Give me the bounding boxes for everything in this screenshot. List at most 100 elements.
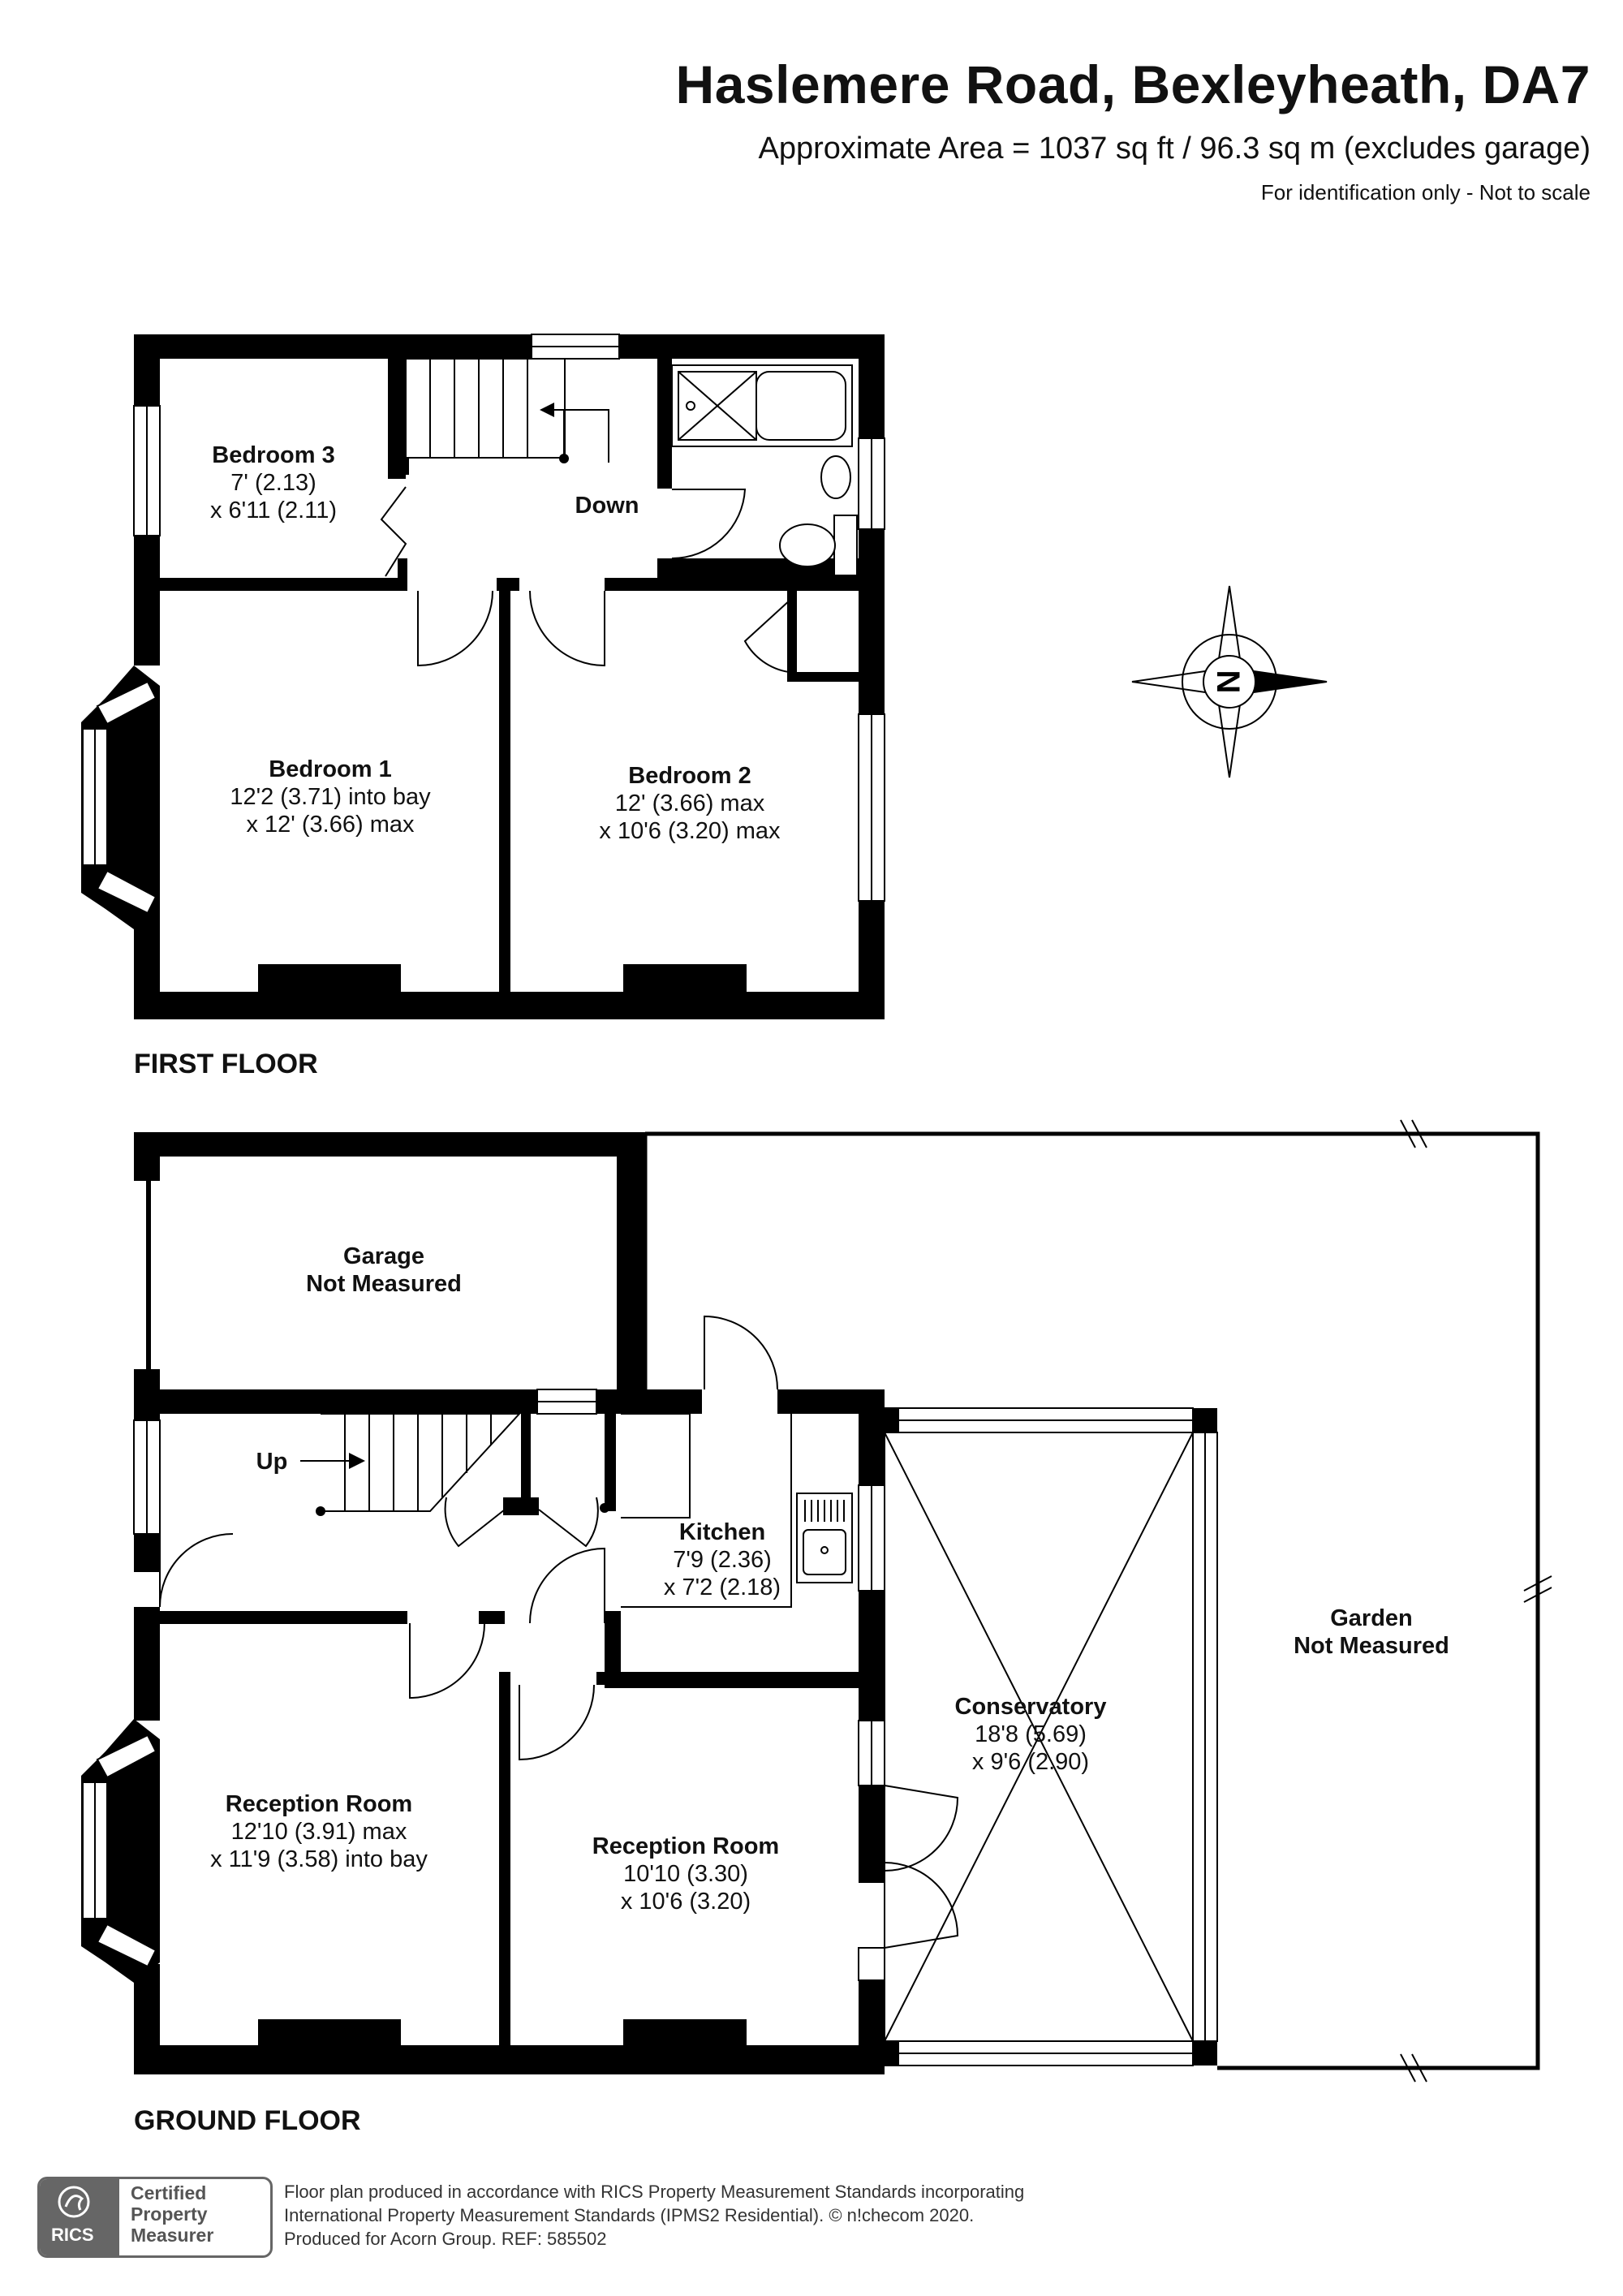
- rics-badge: RICS Certified Property Measurer: [37, 2177, 273, 2258]
- room-name: Bedroom 2: [628, 763, 751, 789]
- chimney-breast: [623, 2019, 747, 2048]
- first-floor-plan: Down Bedroom 3 7' (2.13) x 6'11 (2.11) B…: [81, 334, 885, 1019]
- room-dimension: x 11'9 (3.58) into bay: [210, 1846, 428, 1872]
- room-dimension: x 7'2 (2.18): [664, 1574, 781, 1600]
- door-swing: [519, 1684, 595, 1761]
- room-dimension: x 12' (3.66) max: [246, 812, 415, 838]
- window: [858, 1947, 885, 1981]
- footer-line: Produced for Acorn Group. REF: 585502: [284, 2229, 607, 2249]
- internal-wall: [499, 591, 510, 997]
- internal-wall: [398, 558, 407, 591]
- ff-outer-wall-right: [859, 334, 885, 1019]
- room-name: Conservatory: [955, 1694, 1107, 1720]
- wall: [134, 1132, 645, 1157]
- kitchen-worktops: [621, 1413, 792, 1608]
- ff-outer-wall-top: [134, 334, 885, 359]
- property-title: Haslemere Road, Bexleyheath, DA7: [675, 54, 1591, 114]
- up-label: Up: [256, 1449, 288, 1475]
- internal-wall: [497, 578, 519, 591]
- footer-line: International Property Measurement Stand…: [284, 2205, 975, 2225]
- room-dimension: 12'2 (3.71) into bay: [230, 784, 431, 810]
- lion-icon: [58, 2186, 90, 2218]
- ground-floor-plan: Garage Not Measured Up Kitchen 7'9 (2.36…: [81, 1119, 1552, 2083]
- door-swing: [671, 489, 747, 560]
- internal-wall: [787, 591, 797, 680]
- wall: [859, 1786, 885, 1883]
- room-dimension: 12' (3.66) max: [615, 790, 765, 816]
- approximate-area: Approximate Area = 1037 sq ft / 96.3 sq …: [758, 131, 1591, 166]
- garden-boundary: [643, 1131, 1540, 2070]
- room-name: Reception Room: [592, 1833, 779, 1859]
- door-swing: [409, 1622, 485, 1699]
- internal-wall: [605, 578, 661, 591]
- bathroom-fixtures: [671, 364, 858, 576]
- room-dimension: x 10'6 (3.20) max: [599, 818, 781, 844]
- down-arrow-icon: [540, 403, 609, 463]
- room-dimension: 18'8 (5.69): [975, 1721, 1087, 1747]
- wall: [160, 1389, 537, 1414]
- footer-line: Floor plan produced in accordance with R…: [284, 2182, 1025, 2202]
- certified-property-measurer: Certified Property Measurer: [131, 2182, 214, 2246]
- door-swing: [444, 1497, 506, 1548]
- room-dimension: Not Measured: [1294, 1633, 1449, 1659]
- room-name: Bedroom 1: [269, 756, 391, 782]
- chimney-breast: [258, 2019, 401, 2048]
- staircase: [405, 358, 566, 459]
- wall: [146, 1181, 151, 1369]
- wall: [617, 1132, 631, 1408]
- room-dimension: Not Measured: [306, 1271, 462, 1297]
- chimney-breast: [623, 964, 747, 993]
- ground-floor-label: GROUND FLOOR: [134, 2105, 361, 2136]
- room-dimension: 12'10 (3.91) max: [231, 1819, 407, 1845]
- room-name: Garage: [343, 1243, 424, 1269]
- room-dimension: 10'10 (3.30): [623, 1861, 748, 1887]
- bay-window: [96, 1923, 157, 1968]
- bay-window: [96, 680, 157, 726]
- staircase: [321, 1413, 522, 1512]
- conservatory-post: [885, 2041, 899, 2066]
- scale-note: For identification only - Not to scale: [1260, 180, 1591, 205]
- wall: [859, 1980, 885, 2074]
- room-name: Bedroom 3: [212, 442, 334, 468]
- rics-org-name: RICS: [51, 2225, 94, 2245]
- internal-wall: [657, 558, 860, 591]
- break-marks: [1400, 1119, 1552, 2083]
- door-swing: [529, 1547, 605, 1624]
- room-dimension: x 9'6 (2.90): [972, 1749, 1089, 1775]
- room-name: Kitchen: [679, 1519, 765, 1545]
- wall: [859, 1591, 885, 1721]
- bay-window: [96, 1734, 157, 1779]
- internal-wall: [398, 459, 409, 475]
- wall: [134, 1132, 160, 1181]
- internal-wall: [479, 1611, 505, 1624]
- door-swing: [529, 590, 605, 667]
- internal-wall: [605, 1611, 621, 1676]
- rics-lion-logo: RICS: [40, 2179, 119, 2255]
- door-swing: [538, 1497, 599, 1548]
- front-door-swing: [159, 1533, 234, 1608]
- room-dimension: x 6'11 (2.11): [210, 498, 337, 523]
- conservatory-post: [885, 1408, 899, 1432]
- kitchen-sink: [796, 1493, 853, 1583]
- footer-credits: Floor plan produced in accordance with R…: [284, 2180, 1024, 2251]
- door-swing: [884, 1862, 959, 1949]
- chimney-breast: [258, 964, 401, 993]
- door-swing: [417, 590, 493, 667]
- internal-wall: [499, 1672, 510, 2053]
- conservatory-post: [1193, 2041, 1217, 2066]
- room-dimension: 7'9 (2.36): [673, 1547, 772, 1573]
- room-name: Garden: [1330, 1605, 1413, 1631]
- wall: [859, 1389, 885, 1485]
- internal-wall: [605, 1672, 885, 1688]
- first-floor-label: FIRST FLOOR: [134, 1049, 318, 1079]
- room-dimension: x 10'6 (3.20): [621, 1889, 751, 1915]
- internal-wall: [160, 1611, 407, 1624]
- wall: [596, 1389, 702, 1414]
- bay-window: [96, 869, 157, 915]
- internal-wall: [787, 672, 860, 682]
- internal-wall: [657, 359, 672, 489]
- internal-wall: [521, 1414, 531, 1503]
- internal-wall: [160, 578, 407, 591]
- internal-wall: [388, 359, 406, 479]
- compass-letter: N: [1210, 670, 1246, 694]
